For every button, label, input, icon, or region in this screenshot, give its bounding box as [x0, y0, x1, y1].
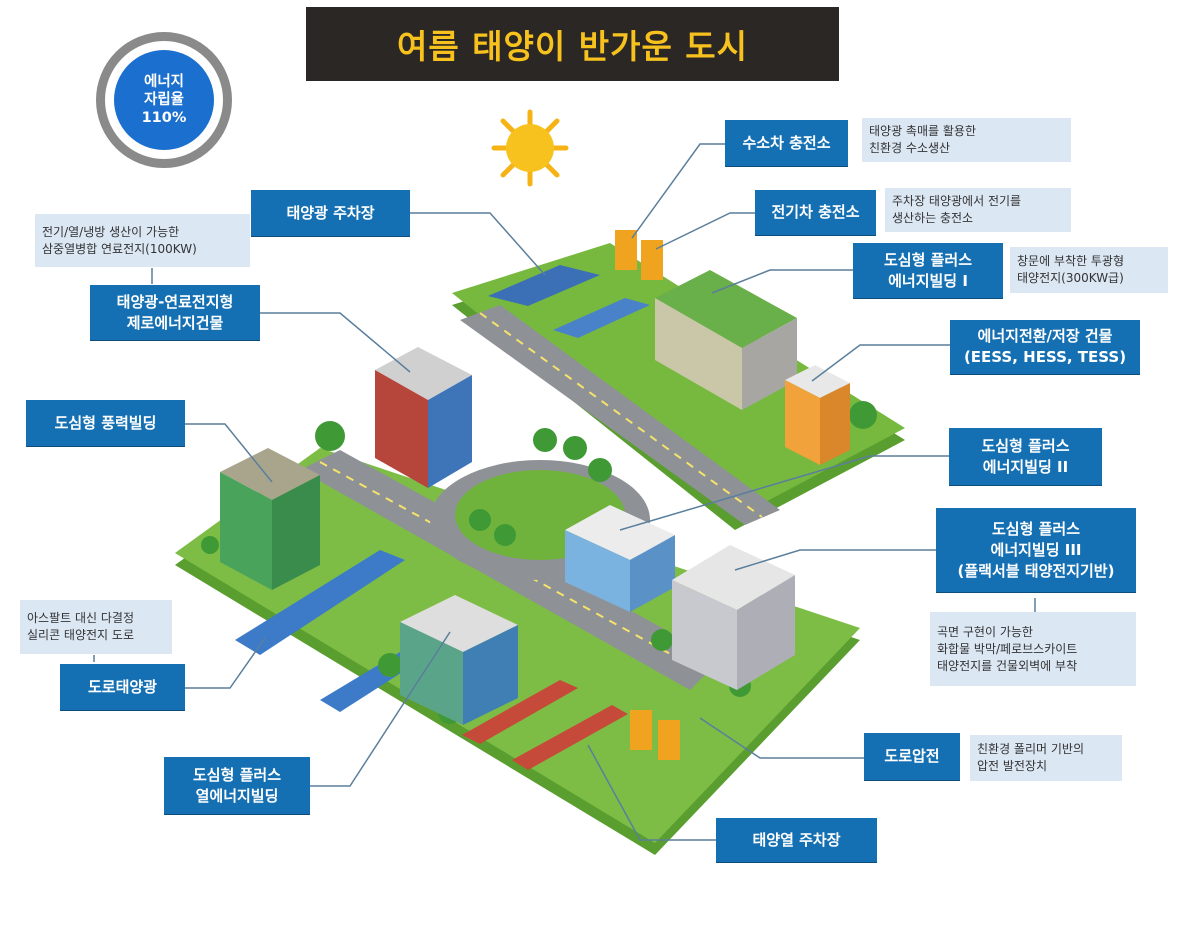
- label-line: 태양광-연료전지형: [116, 292, 234, 311]
- building-energy-storage: [785, 365, 850, 465]
- label-line: 도심형 플러스: [991, 519, 1081, 538]
- label-line: 도심형 플러스: [192, 765, 282, 784]
- note-line: 아스팔트 대신 다결정: [27, 611, 134, 625]
- note-line: 실리콘 태양전지 도로: [27, 628, 134, 642]
- note-line: 태양광 촉매를 활용한: [869, 124, 976, 138]
- note-line: 삼중열병합 연료전지(100KW): [42, 241, 197, 256]
- page-title: 여름 태양이 반가운 도시: [306, 7, 839, 81]
- label-plus-energy-building-2: 도심형 플러스 에너지빌딩 II: [949, 428, 1102, 485]
- label-text: 도로압전: [884, 747, 940, 765]
- label-solar-thermal-parking: 태양열 주차장: [716, 818, 877, 862]
- solar-parking-canopy: [462, 265, 650, 770]
- badge-line-2: 자립율: [143, 92, 185, 108]
- label-line: 열에너지빌딩: [195, 786, 279, 805]
- note-line: 친환경 수소생산: [869, 141, 951, 155]
- label-hydrogen-station: 수소차 충전소: [725, 120, 848, 166]
- label-ev-station: 전기차 충전소: [755, 190, 876, 235]
- label-line: 도심형 플러스: [981, 436, 1070, 455]
- label-text: 태양광 주차장: [286, 203, 375, 222]
- badge-line-1: 에너지: [143, 74, 185, 90]
- callout-lines: [93, 143, 1036, 841]
- building-plus-energy-1: [655, 270, 797, 410]
- note-line: 태양전지를 건물외벽에 부착: [937, 658, 1078, 673]
- building-zero-energy: [375, 347, 472, 488]
- label-line: 제로에너지건물: [126, 313, 224, 332]
- label-line: 에너지전환/저장 건물: [977, 327, 1113, 345]
- charging-station-icons: [615, 230, 680, 760]
- building-plus-energy-2: [565, 505, 675, 612]
- label-line: 에너지빌딩 III: [990, 540, 1082, 559]
- note-line: 창문에 부착한 투광형: [1017, 254, 1124, 268]
- label-text: 도심형 풍력빌딩: [54, 413, 157, 432]
- label-text: 도로태양광: [87, 677, 157, 696]
- note-line: 태양전지(300KW급): [1017, 271, 1124, 285]
- note-hydrogen: 태양광 촉매를 활용한 친환경 수소생산: [862, 118, 1071, 162]
- label-wind-building: 도심형 풍력빌딩: [26, 400, 185, 446]
- label-plus-energy-building-1: 도심형 플러스 에너지빌딩 I: [853, 243, 1003, 298]
- label-text: 수소차 충전소: [742, 133, 831, 152]
- note-ev: 주차장 태양광에서 전기를 생산하는 충전소: [885, 188, 1071, 232]
- label-text: 전기차 충전소: [771, 203, 860, 221]
- building-wind: [220, 448, 320, 590]
- note-line: 압전 발전장치: [977, 759, 1048, 773]
- label-solar-parking: 태양광 주차장: [251, 190, 410, 236]
- label-line: (플랙서블 태양전지기반): [957, 561, 1115, 580]
- badge-value: 110%: [141, 110, 187, 126]
- note-plus-energy-1: 창문에 부착한 투광형 태양전지(300KW급): [1010, 247, 1168, 293]
- label-zero-energy-building: 태양광-연료전지형 제로에너지건물: [90, 285, 260, 340]
- note-asphalt-solar: 아스팔트 대신 다결정 실리콘 태양전지 도로: [20, 600, 172, 654]
- label-energy-storage-building: 에너지전환/저장 건물 (EESS, HESS, TESS): [950, 320, 1140, 374]
- label-text: 태양열 주차장: [752, 830, 841, 849]
- label-line: 에너지빌딩 I: [888, 271, 968, 290]
- label-road-solar: 도로태양광: [60, 664, 185, 710]
- note-line: 전기/열/냉방 생산이 가능한: [42, 224, 180, 239]
- label-road-piezo: 도로압전: [864, 733, 960, 780]
- energy-independence-badge: 에너지 자립율 110%: [96, 32, 232, 168]
- note-line: 화합물 박막/페로브스카이트: [937, 641, 1078, 656]
- label-thermal-energy-building: 도심형 플러스 열에너지빌딩: [164, 757, 310, 814]
- note-line: 주차장 태양광에서 전기를: [892, 194, 1022, 208]
- sun-icon: [491, 109, 569, 187]
- note-piezo: 친환경 폴리머 기반의 압전 발전장치: [970, 735, 1122, 781]
- note-fuel-cell: 전기/열/냉방 생산이 가능한 삼중열병합 연료전지(100KW): [35, 214, 250, 267]
- note-flexible-solar: 곡면 구현이 가능한 화합물 박막/페로브스카이트 태양전지를 건물외벽에 부착: [930, 612, 1136, 686]
- label-line: 도심형 플러스: [883, 250, 973, 269]
- label-line: 에너지빌딩 II: [982, 457, 1069, 476]
- note-line: 친환경 폴리머 기반의: [977, 742, 1084, 756]
- label-plus-energy-building-3: 도심형 플러스 에너지빌딩 III (플랙서블 태양전지기반): [936, 508, 1136, 592]
- note-line: 곡면 구현이 가능한: [937, 624, 1033, 639]
- note-line: 생산하는 충전소: [892, 211, 974, 225]
- label-line: (EESS, HESS, TESS): [963, 348, 1127, 366]
- building-thermal: [400, 595, 518, 725]
